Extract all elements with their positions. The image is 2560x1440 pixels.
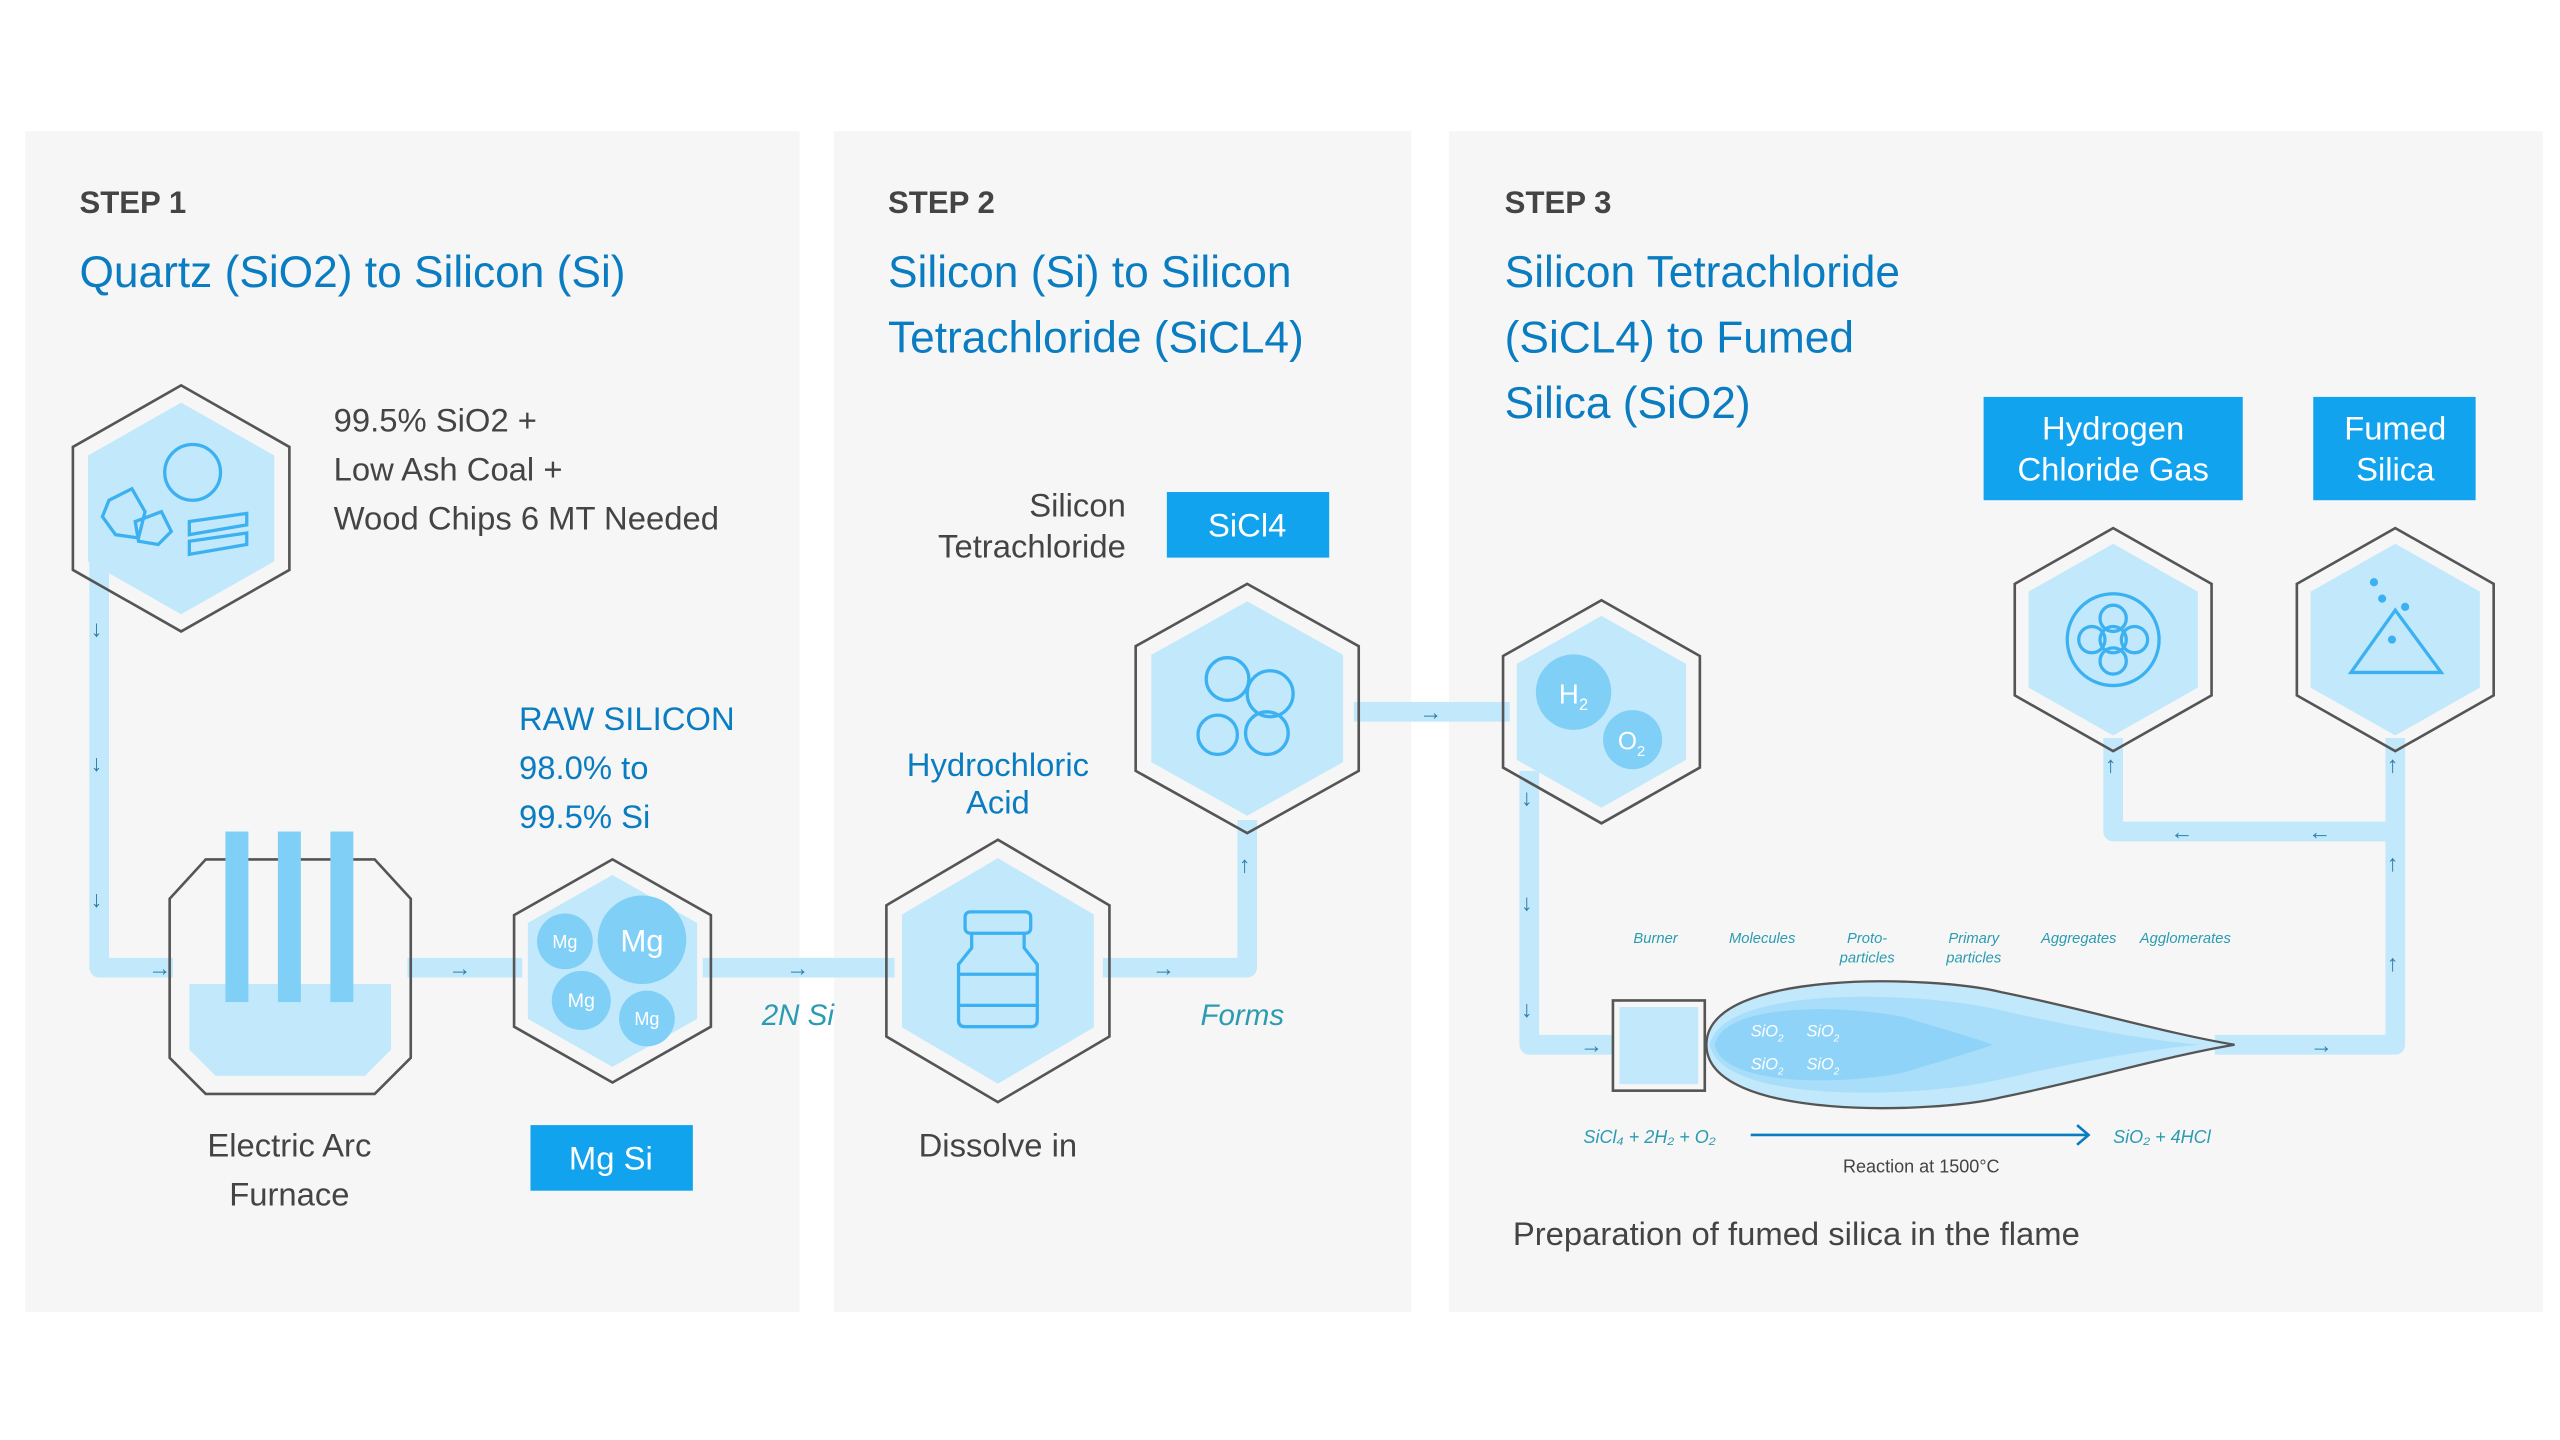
- reaction-products: SiO₂ + 4HCl: [2113, 1127, 2212, 1147]
- fumed-label: Fumed: [2344, 410, 2446, 447]
- svg-text:→: →: [1419, 699, 1442, 725]
- input-line: Wood Chips 6 MT Needed: [334, 500, 719, 537]
- hcl-gas-hexagon: [2013, 526, 2213, 753]
- mg-si-button[interactable]: Mg Si: [530, 1125, 693, 1191]
- molecule-hexagon: [1134, 582, 1361, 835]
- stage-label: particles: [1945, 951, 2002, 967]
- svg-text:SiO2: SiO2: [1751, 1023, 1784, 1045]
- hcl-label: Chloride Gas: [2017, 451, 2208, 488]
- stage-label: Proto-: [1847, 931, 1887, 947]
- sicl4-label: Tetrachloride: [938, 528, 1126, 565]
- input-line: Low Ash Coal +: [334, 451, 563, 488]
- burner-flame-diagram: SiO2 SiO2 SiO2 SiO2: [1611, 980, 2235, 1110]
- raw-silicon-label: 99.5% Si: [519, 798, 650, 835]
- two-n-si-label: 2N Si: [761, 999, 836, 1032]
- raw-silicon-label: RAW SILICON: [519, 700, 735, 737]
- svg-text:↑: ↑: [2387, 950, 2398, 976]
- acid-label: Acid: [966, 783, 1030, 820]
- mg-si-label: Mg Si: [569, 1139, 653, 1176]
- svg-text:↓: ↓: [1521, 996, 1532, 1022]
- mg-label: Mg: [568, 990, 595, 1012]
- svg-text:→: →: [786, 955, 809, 981]
- svg-text:→: →: [448, 955, 471, 981]
- svg-text:O2: O2: [1618, 729, 1645, 761]
- svg-text:H2: H2: [1559, 679, 1588, 715]
- stage-label: Agglomerates: [2139, 931, 2232, 947]
- step3-title: Silica (SiO2): [1505, 379, 1751, 428]
- step1-label: STEP 1: [79, 185, 186, 220]
- svg-text:↓: ↓: [1521, 784, 1532, 810]
- input-line: 99.5% SiO2 +: [334, 401, 537, 438]
- acid-label: Hydrochloric: [907, 746, 1089, 783]
- flow-arrows: ↓ ↓ ↓ → → → → ↑ → ↓ ↓ ↓ → → ↑ ↑ ↑ ← ← ↑: [91, 615, 2399, 1058]
- reaction-condition: Reaction at 1500°C: [1843, 1157, 2000, 1177]
- svg-text:←: ←: [2308, 819, 2331, 845]
- hydrogen-oxygen-icon: H2 O2: [1535, 654, 1663, 770]
- svg-text:↑: ↑: [2387, 850, 2398, 876]
- svg-text:↑: ↑: [2387, 751, 2398, 777]
- step2-label: STEP 2: [888, 185, 995, 220]
- stage-label: particles: [1839, 951, 1896, 967]
- sicl4-label: Silicon: [1029, 487, 1126, 524]
- step3-title: (SiCL4) to Fumed: [1505, 314, 1854, 363]
- svg-text:→: →: [1152, 955, 1175, 981]
- mg-label: Mg: [634, 1009, 659, 1029]
- svg-text:←: ←: [2171, 819, 2194, 845]
- step1-panel: [25, 131, 800, 1313]
- step2-title: Silicon (Si) to Silicon: [888, 248, 1291, 297]
- raw-silicon-label: 98.0% to: [519, 749, 648, 786]
- acid-bottle-icon: [956, 910, 1039, 1029]
- acid-hexagon: [885, 838, 1111, 1104]
- sicl4-button-label: SiCl4: [1208, 506, 1286, 543]
- stage-label: Burner: [1633, 931, 1678, 947]
- svg-text:SiO2: SiO2: [1751, 1055, 1784, 1077]
- fumed-silica-button[interactable]: Fumed Silica: [2313, 396, 2476, 501]
- stage-label: Primary: [1948, 931, 2000, 947]
- flow-pipes: [89, 524, 2406, 1055]
- furnace-label: Electric Arc: [207, 1126, 371, 1163]
- svg-text:↓: ↓: [91, 750, 102, 776]
- stage-label: Aggregates: [2040, 931, 2117, 947]
- fumed-label: Silica: [2356, 451, 2435, 488]
- flame-caption: Preparation of fumed silica in the flame: [1513, 1215, 2080, 1252]
- svg-text:SiO2: SiO2: [1806, 1023, 1839, 1045]
- stage-label: Molecules: [1729, 931, 1796, 947]
- step1-title: Quartz (SiO2) to Silicon (Si): [79, 248, 625, 297]
- reaction-reactants: SiCl₄ + 2H₂ + O₂: [1583, 1127, 1715, 1147]
- svg-text:→: →: [148, 955, 171, 981]
- flame-stage-labels: Burner Molecules Proto- particles Primar…: [1633, 931, 2231, 967]
- svg-text:↓: ↓: [91, 615, 102, 641]
- quartz-materials-icon: [100, 442, 249, 557]
- gas-cluster-icon: [2065, 592, 2161, 688]
- step3-label: STEP 3: [1505, 185, 1612, 220]
- magnesium-particles-icon: Mg Mg Mg Mg: [537, 895, 687, 1047]
- electric-arc-furnace-icon: [168, 831, 413, 1096]
- forms-label: Forms: [1200, 999, 1284, 1032]
- step2-title: Tetrachloride (SiCL4): [888, 314, 1304, 363]
- svg-text:↑: ↑: [1239, 852, 1250, 878]
- step3-title: Silicon Tetrachloride: [1505, 248, 1900, 297]
- furnace-label: Furnace: [229, 1175, 349, 1212]
- quartz-hexagon: [71, 383, 291, 633]
- svg-text:→: →: [2310, 1032, 2333, 1058]
- powder-pile-icon: [2347, 578, 2445, 675]
- svg-text:↑: ↑: [2105, 751, 2116, 777]
- molecule-icon: [1196, 656, 1295, 757]
- svg-text:SiO2: SiO2: [1806, 1055, 1839, 1077]
- dissolve-label: Dissolve in: [919, 1126, 1078, 1163]
- mg-label: Mg: [552, 932, 577, 952]
- svg-text:↓: ↓: [91, 886, 102, 912]
- mg-label: Mg: [620, 923, 663, 958]
- hydrogen-chloride-gas-button[interactable]: Hydrogen Chloride Gas: [1983, 396, 2243, 501]
- sicl4-button[interactable]: SiCl4: [1166, 492, 1330, 558]
- svg-text:→: →: [1580, 1032, 1603, 1058]
- hcl-label: Hydrogen: [2042, 410, 2184, 447]
- svg-text:↓: ↓: [1521, 889, 1532, 915]
